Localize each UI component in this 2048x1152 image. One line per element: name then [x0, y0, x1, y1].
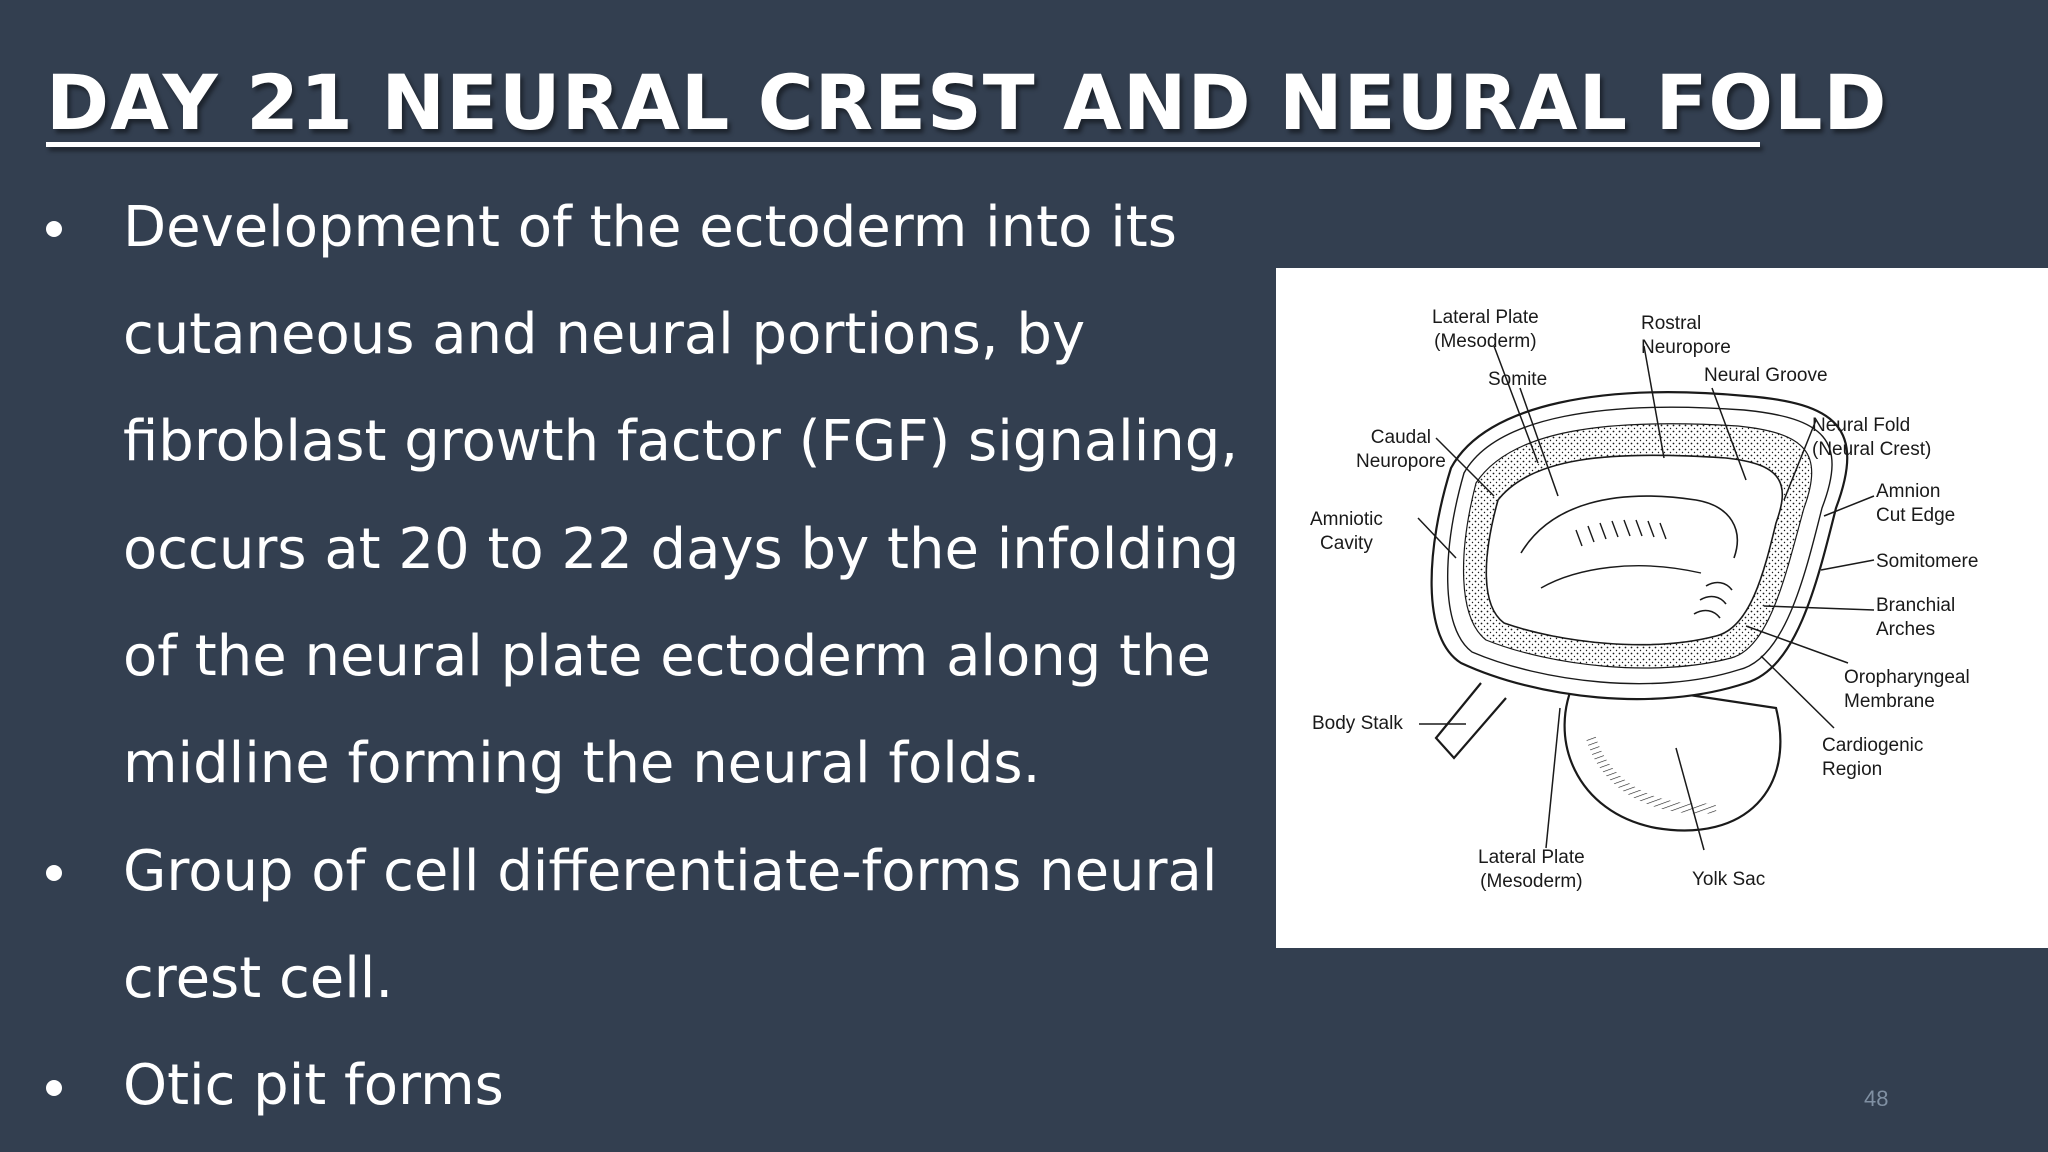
label-oropharyngeal-membrane: Oropharyngeal Membrane [1844, 666, 1970, 714]
neural-groove [1520, 495, 1739, 559]
page-number: 48 [1864, 1086, 1889, 1111]
label-lateral-plate-top: Lateral Plate (Mesoderm) [1432, 306, 1539, 354]
label-amnion-cut-edge: Amnion Cut Edge [1876, 480, 1955, 528]
label-rostral-neuropore: Rostral Neuropore [1641, 312, 1731, 360]
bullet-line: midline forming the neural folds. [123, 731, 1041, 796]
label-caudal-neuropore: Caudal Neuropore [1356, 426, 1446, 474]
label-line: Amniotic [1310, 509, 1383, 530]
title-underline [46, 142, 1760, 147]
label-somitomere: Somitomere [1876, 551, 1979, 572]
label-line: (Mesoderm) [1434, 331, 1537, 352]
label-line: Membrane [1844, 691, 1935, 712]
label-line: (Mesoderm) [1480, 871, 1583, 892]
bullet-line: of the neural plate ectoderm along the [123, 624, 1211, 689]
label-body-stalk: Body Stalk [1312, 713, 1403, 734]
yolk-sac-outline [1563, 676, 1782, 832]
label-line: Neuropore [1641, 337, 1731, 358]
bullet-line: crest cell. [123, 946, 394, 1011]
label-line: Amnion [1876, 481, 1941, 502]
bullet-marker [46, 221, 62, 237]
label-line: Branchial [1876, 595, 1956, 616]
label-line: Neuropore [1356, 451, 1446, 472]
label-somite: Somite [1488, 369, 1548, 390]
label-line: Neural Fold [1812, 415, 1911, 436]
label-line: Lateral Plate [1432, 307, 1539, 328]
label-yolk-sac: Yolk Sac [1692, 869, 1766, 890]
label-line: Cardiogenic [1822, 735, 1924, 756]
body-stalk-outline [1434, 682, 1507, 760]
bullet-line: Otic pit forms [123, 1053, 504, 1118]
label-line: Oropharyngeal [1844, 667, 1970, 688]
bullet-line: Development of the ectoderm into its [123, 195, 1177, 260]
label-line: Arches [1876, 619, 1936, 640]
label-neural-fold: Neural Fold (Neural Crest) [1812, 414, 1931, 462]
label-line: Cavity [1320, 533, 1373, 554]
label-branchial-arches: Branchial Arches [1876, 594, 1955, 642]
label-cardiogenic-region: Cardiogenic Region [1822, 734, 1923, 782]
embryo-drawing [1417, 345, 1875, 851]
slide-title: DAY 21 NEURAL CREST AND NEURAL FOLD [46, 58, 1888, 147]
label-amniotic-cavity: Amniotic Cavity [1310, 508, 1383, 556]
label-line: Lateral Plate [1478, 847, 1585, 868]
label-line: (Neural Crest) [1812, 439, 1932, 460]
label-line: Cut Edge [1876, 505, 1956, 526]
bullet-line: cutaneous and neural portions, by [123, 302, 1086, 367]
label-line: Rostral [1641, 313, 1702, 334]
bullet-line: fibroblast growth factor (FGF) signaling… [123, 409, 1239, 474]
label-lateral-plate-bottom: Lateral Plate (Mesoderm) [1478, 846, 1585, 894]
bullet-marker [46, 1080, 62, 1096]
bullet-line: Group of cell differentiate-forms neural [123, 839, 1218, 904]
label-line: Caudal [1370, 427, 1431, 448]
embryo-diagram: Lateral Plate (Mesoderm) Rostral Neuropo… [1276, 268, 2048, 948]
embryonic-disc [1485, 454, 1784, 646]
bullet-marker [46, 865, 62, 881]
label-line: Region [1822, 759, 1883, 780]
label-neural-groove: Neural Groove [1704, 365, 1828, 386]
bullet-line: occurs at 20 to 22 days by the infolding [123, 517, 1240, 582]
